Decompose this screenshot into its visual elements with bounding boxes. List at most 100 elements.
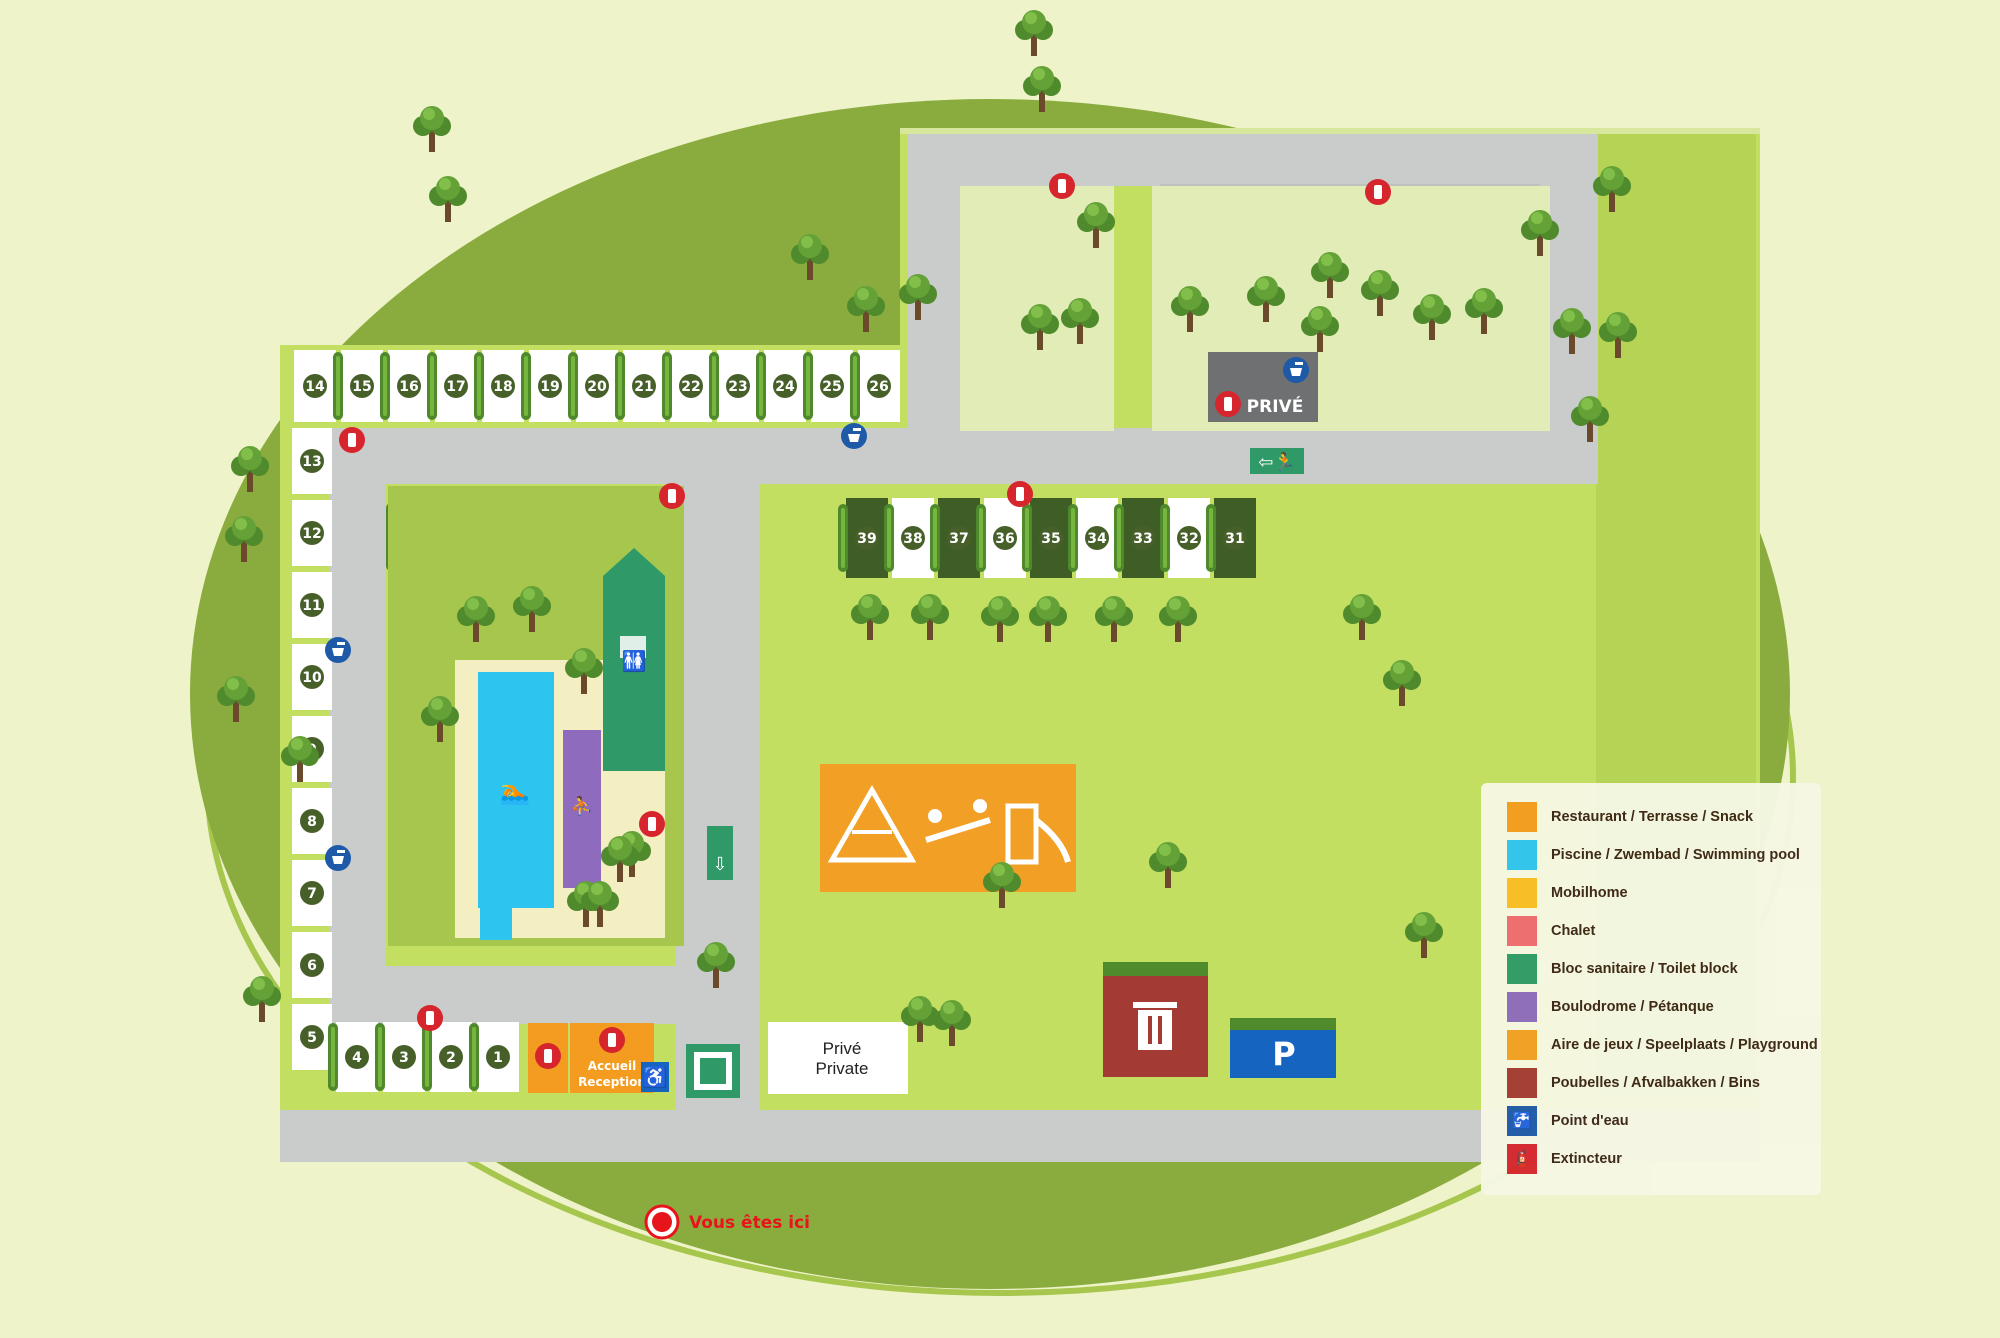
pitch-7: 7 xyxy=(292,860,332,926)
pitch-number: 5 xyxy=(307,1030,317,1046)
pitch-number: 21 xyxy=(634,379,653,395)
pitch-number-badge xyxy=(947,526,971,550)
legend-swatch xyxy=(1507,1030,1537,1060)
pitch-5: 5 xyxy=(292,1004,332,1070)
pitch-number-badge xyxy=(491,374,515,398)
legend-item-extinguisher: 🧯Extincteur xyxy=(1507,1143,1622,1175)
pitch-number-badge xyxy=(538,374,562,398)
svg-text:♿: ♿ xyxy=(643,1065,668,1089)
pitch-number: 17 xyxy=(446,379,465,395)
pitch-number-badge xyxy=(1131,526,1155,550)
pitch-number-badge xyxy=(901,526,925,550)
pitch-number: 39 xyxy=(857,531,876,547)
legend-swatch xyxy=(1507,992,1537,1022)
pitch-number-badge xyxy=(726,374,750,398)
fire-extinguisher-icon: 🧯 xyxy=(1507,1144,1537,1174)
legend-label: Boulodrome / Pétanque xyxy=(1551,999,1714,1015)
pitch-number: 14 xyxy=(305,379,325,395)
pitch-11: 11 xyxy=(292,572,332,638)
pitch-22: 22 xyxy=(670,350,712,422)
pitch-number: 24 xyxy=(775,379,795,395)
bins-area xyxy=(1103,962,1208,1077)
pitch-15: 15 xyxy=(341,350,383,422)
pool-area: 🚻 🏊 ⛹ xyxy=(388,486,684,946)
pitch-number: 37 xyxy=(949,531,968,547)
pitch-8: 8 xyxy=(292,788,332,854)
pitch-number: 11 xyxy=(302,598,321,614)
pitch-number-badge xyxy=(1085,526,1109,550)
boulodrome xyxy=(563,730,601,888)
svg-text:⇩: ⇩ xyxy=(712,854,727,874)
pitch-25: 25 xyxy=(811,350,853,422)
pitch-number: 13 xyxy=(302,454,321,470)
you-are-here-label: Vous êtes ici xyxy=(689,1213,810,1233)
pitch-23: 23 xyxy=(717,350,759,422)
fire-extinguisher-icon xyxy=(599,1027,625,1053)
water-tap-icon: 🚰 xyxy=(1507,1106,1537,1136)
pitch-number-badge xyxy=(300,953,324,977)
pitch-number-badge xyxy=(397,374,421,398)
pitch-32: 32 xyxy=(1168,498,1210,578)
pitch-39: 39 xyxy=(846,498,888,578)
water-tap-icon xyxy=(325,637,351,663)
pitch-number-badge xyxy=(486,1045,510,1069)
pitch-24: 24 xyxy=(764,350,806,422)
pitch-number: 8 xyxy=(307,814,317,830)
pitch-number-badge xyxy=(300,449,324,473)
pitch-18: 18 xyxy=(482,350,524,422)
fire-extinguisher-icon xyxy=(659,483,685,509)
parking-disabled-icon xyxy=(641,1062,669,1092)
pitch-number: 23 xyxy=(728,379,747,395)
private-plot-label-1: Privé xyxy=(823,1039,862,1058)
fire-extinguisher-icon xyxy=(639,811,665,837)
legend-label: Restaurant / Terrasse / Snack xyxy=(1551,809,1754,825)
pitch-number-badge xyxy=(679,374,703,398)
reception-label-1: Accueil xyxy=(588,1059,636,1073)
petanque-icon: ⛹ xyxy=(571,795,593,816)
legend-item-pool: Piscine / Zwembad / Swimming pool xyxy=(1507,839,1800,871)
pitch-number: 16 xyxy=(399,379,418,395)
pitch-number-badge xyxy=(439,1045,463,1069)
pitch-38: 38 xyxy=(892,498,934,578)
pitch-14: 14 xyxy=(294,350,336,422)
pitch-10: 10 xyxy=(292,644,332,710)
private-plot-label: PRIVÉ xyxy=(1247,395,1304,417)
reception-area: Accueil Reception ♿ xyxy=(528,1023,669,1093)
private-plot-bottom: Privé Private xyxy=(768,1022,908,1094)
pitch-19: 19 xyxy=(529,350,571,422)
toilet-block xyxy=(603,576,665,771)
pitch-17: 17 xyxy=(435,350,477,422)
fire-extinguisher-icon xyxy=(417,1005,443,1031)
pitch-number: 31 xyxy=(1225,531,1244,547)
toilet-icon: 🚻 xyxy=(622,649,647,673)
pitch-number: 26 xyxy=(869,379,888,395)
legend-label: Piscine / Zwembad / Swimming pool xyxy=(1551,847,1800,863)
pitch-number: 1 xyxy=(493,1050,503,1066)
pitch-35: 35 xyxy=(1030,498,1072,578)
pitch-34: 34 xyxy=(1076,498,1118,578)
legend-label: Chalet xyxy=(1551,923,1596,939)
pitch-26: 26 xyxy=(858,350,900,422)
pitch-number-badge xyxy=(1223,526,1247,550)
pitch-16: 16 xyxy=(388,350,430,422)
pitch-number: 22 xyxy=(681,379,700,395)
pitch-number: 3 xyxy=(399,1050,409,1066)
water-tap-icon xyxy=(841,423,867,449)
fire-extinguisher-icon xyxy=(535,1043,561,1069)
legend-item-playground: Aire de jeux / Speelplaats / Playground xyxy=(1507,1029,1818,1061)
private-plot-label-2: Private xyxy=(816,1059,869,1078)
legend-item-boules: Boulodrome / Pétanque xyxy=(1507,991,1714,1023)
legend-item-restaurant: Restaurant / Terrasse / Snack xyxy=(1507,801,1753,833)
pitch-31: 31 xyxy=(1214,498,1256,578)
pitch-number: 33 xyxy=(1133,531,1152,547)
fire-extinguisher-icon xyxy=(1365,179,1391,205)
fire-extinguisher-icon xyxy=(1049,173,1075,199)
pitch-number: 35 xyxy=(1041,531,1060,547)
pitch-number-badge xyxy=(820,374,844,398)
pitch-number: 12 xyxy=(302,526,321,542)
pitch-number: 18 xyxy=(493,379,512,395)
emergency-exit-sign-top: ⇦🏃 xyxy=(1250,448,1304,474)
legend-label: Mobilhome xyxy=(1551,885,1628,901)
pitch-number-badge xyxy=(300,809,324,833)
